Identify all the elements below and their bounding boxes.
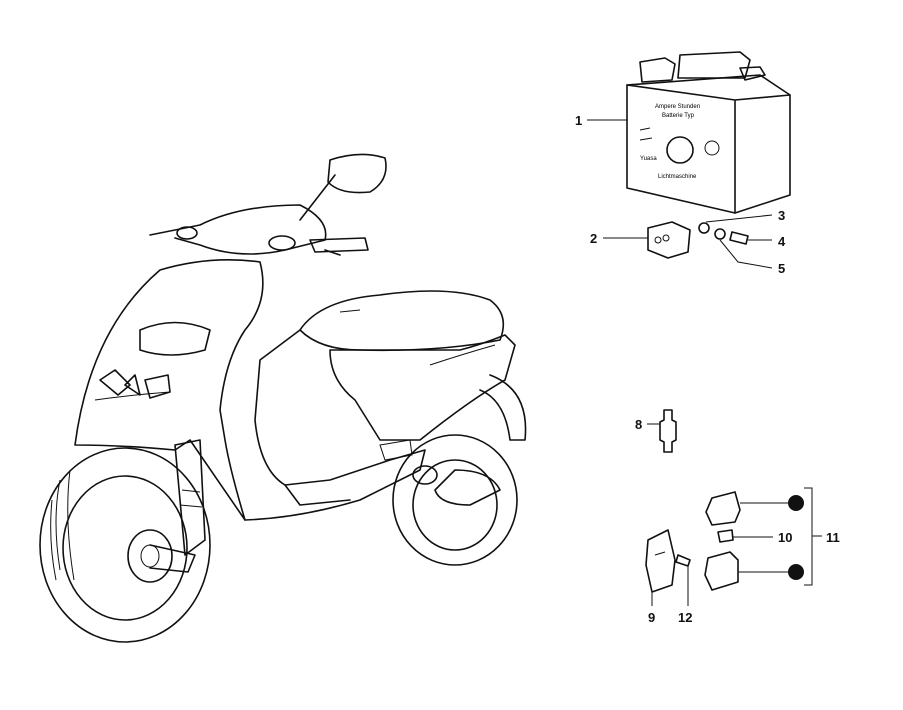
label-8: 8 bbox=[635, 417, 642, 432]
battery-vent-left bbox=[639, 57, 676, 83]
terminal-cover bbox=[647, 221, 691, 259]
battery-marking-1: Ampere Stunden bbox=[655, 104, 700, 110]
label-3: 3 bbox=[778, 208, 785, 223]
fuse bbox=[659, 409, 677, 453]
scooter-drawing bbox=[39, 153, 527, 643]
headlight-lens bbox=[139, 321, 211, 356]
floorboard bbox=[244, 329, 426, 521]
connector-bottom bbox=[704, 551, 739, 591]
battery: Ampere Stunden Batterie Typ Lichtmaschin… bbox=[626, 51, 791, 214]
fuse-body bbox=[659, 409, 677, 453]
label-2: 2 bbox=[590, 231, 597, 246]
side-panel bbox=[329, 334, 516, 441]
terminal-parts bbox=[647, 221, 749, 259]
seat bbox=[299, 290, 505, 352]
label-9: 9 bbox=[648, 610, 655, 625]
battery-body bbox=[626, 74, 791, 214]
part-labels: 1 2 3 4 5 8 9 10 11 12 bbox=[575, 113, 840, 625]
wire-end-bottom bbox=[788, 564, 804, 580]
label-12: 12 bbox=[678, 610, 692, 625]
nut bbox=[714, 228, 726, 240]
front-fork bbox=[174, 439, 206, 556]
mirror bbox=[327, 153, 387, 194]
leader-lines bbox=[587, 119, 822, 606]
battery-logo bbox=[666, 136, 694, 164]
rear-rim bbox=[412, 459, 498, 551]
relay-screw bbox=[675, 554, 691, 567]
label-10: 10 bbox=[778, 530, 792, 545]
mirror-stem bbox=[299, 174, 336, 221]
rear-tyre bbox=[392, 434, 518, 566]
front-rim bbox=[62, 475, 188, 621]
front-tyre bbox=[39, 447, 211, 643]
wire-end-top bbox=[788, 495, 804, 511]
label-1: 1 bbox=[575, 113, 582, 128]
label-5: 5 bbox=[778, 261, 785, 276]
washer bbox=[698, 222, 710, 234]
battery-marking-2: Batterie Typ bbox=[662, 113, 695, 119]
right-grip bbox=[309, 237, 369, 253]
connector-clip bbox=[717, 529, 734, 543]
front-shield bbox=[74, 259, 264, 521]
handlebar-cover bbox=[149, 204, 327, 255]
battery-marking-3: Lichtmaschine bbox=[658, 174, 697, 180]
relay-body bbox=[645, 529, 676, 593]
battery-cap-strip bbox=[677, 51, 751, 79]
front-hub bbox=[127, 529, 173, 583]
bolt bbox=[729, 231, 749, 245]
connector-top bbox=[705, 491, 741, 526]
label-4: 4 bbox=[778, 234, 786, 249]
battery-marking-4: Yuasa bbox=[640, 156, 657, 162]
label-11: 11 bbox=[826, 530, 840, 545]
